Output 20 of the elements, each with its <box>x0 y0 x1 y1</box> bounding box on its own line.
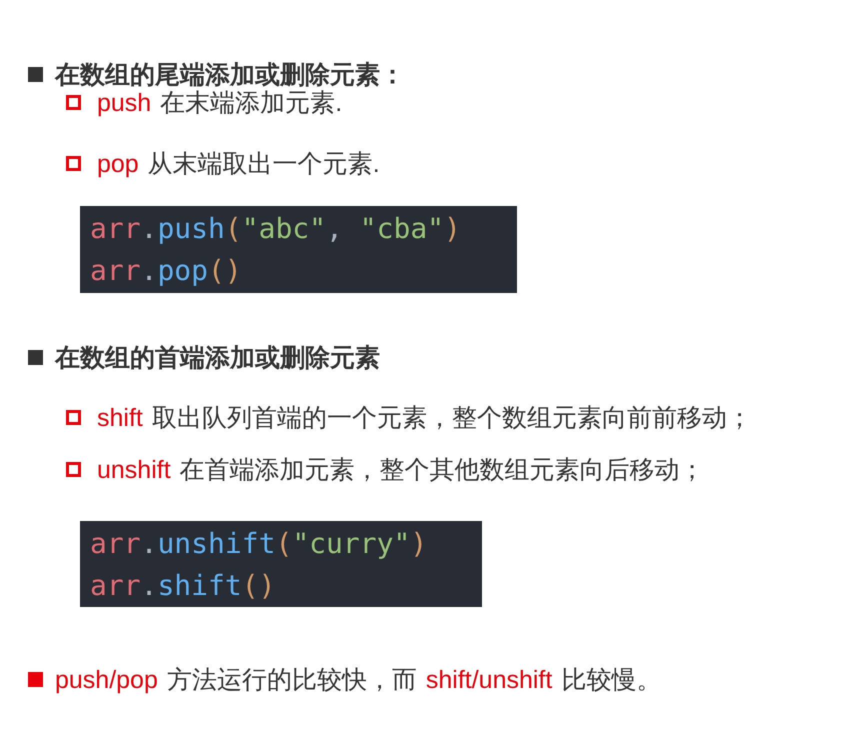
code-line: arr.shift() <box>90 568 276 604</box>
section-heading: 在数组的尾端添加或删除元素： <box>55 61 405 89</box>
description-text: 在末端添加元素. <box>160 89 342 117</box>
description-text: 取出队列首端的一个元素，整个数组元素向前前移动； <box>152 404 752 432</box>
method-name: shift/unshift <box>426 666 552 694</box>
section-heading: 在数组的首端添加或删除元素 <box>55 344 380 372</box>
description-text: 从末端取出一个元素. <box>148 150 380 178</box>
description-text: 比较慢。 <box>561 666 662 694</box>
method-name: push <box>97 89 152 117</box>
method-name: push/pop <box>55 666 158 694</box>
method-name: shift <box>97 404 143 432</box>
code-block <box>80 521 482 607</box>
code-line: arr.push("abc", "cba") <box>90 211 462 247</box>
description-text: 方法运行的比较快，而 <box>166 666 417 694</box>
code-line: arr.pop() <box>90 253 243 289</box>
code-line: arr.unshift("curry") <box>90 526 428 562</box>
method-name: pop <box>97 150 139 178</box>
method-name: unshift <box>97 456 171 484</box>
description-text: 在首端添加元素，整个其他数组元素向后移动； <box>180 456 705 484</box>
code-block <box>80 206 517 293</box>
